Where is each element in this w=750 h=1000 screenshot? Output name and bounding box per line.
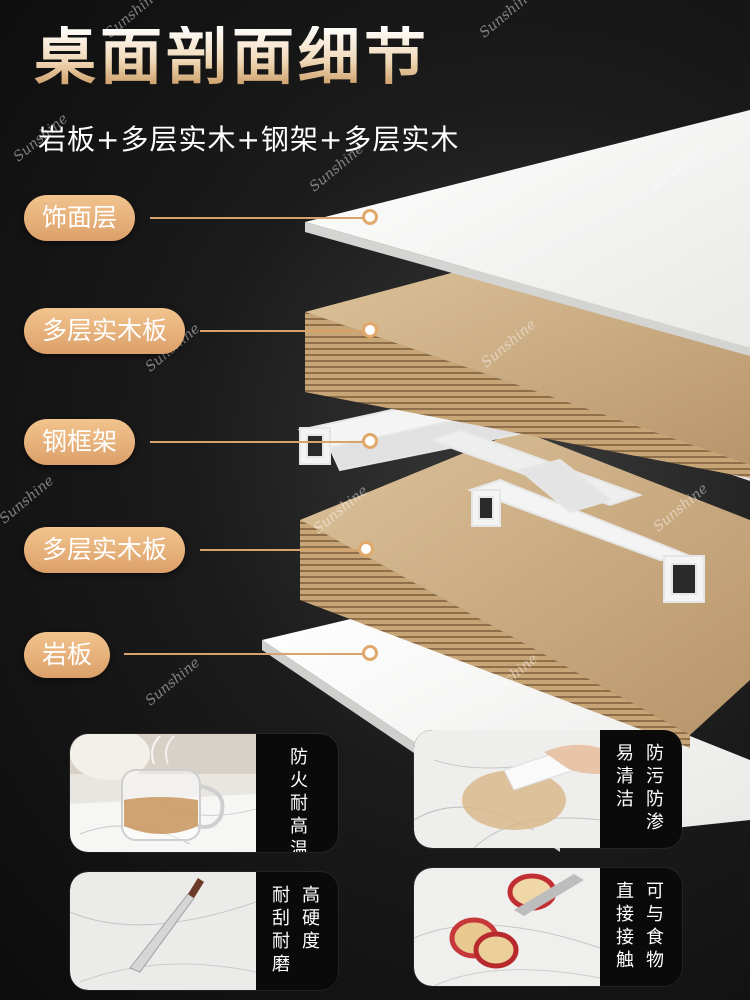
layer-label-plywood-lower: 多层实木板	[24, 527, 186, 573]
layer-label-finish: 饰面层	[24, 195, 136, 241]
feature-text-scratch-resistant: 耐刮耐磨	[272, 885, 290, 975]
connector-line	[124, 653, 364, 655]
page-title: 桌面剖面细节	[34, 20, 431, 93]
knife-on-slab-photo	[70, 872, 256, 990]
layer-label-plywood-upper: 多层实木板	[24, 308, 186, 354]
layer-label-steel-frame: 钢框架	[24, 419, 136, 465]
feature-card-heat-resistant: 防火耐高温	[70, 734, 338, 852]
page-subtitle: 岩板+多层实木+钢架+多层实木	[38, 123, 460, 156]
connector-line	[200, 330, 364, 332]
feature-card-food-safe: 直接接触 可与食物	[414, 868, 682, 986]
layer-label-stone-slab: 岩板	[24, 632, 111, 678]
connector-line	[150, 217, 364, 219]
feature-text-high-hardness: 高硬度	[302, 885, 320, 952]
marker-dot	[358, 541, 374, 557]
marker-dot	[362, 209, 378, 225]
marker-dot	[362, 645, 378, 661]
connector-line	[200, 549, 360, 551]
marker-dot	[362, 322, 378, 338]
feature-text-easy-clean: 易清洁	[616, 743, 634, 810]
feature-card-scratch-resistant: 耐刮耐磨 高硬度	[70, 872, 338, 990]
feature-text-heat-resistant: 防火耐高温	[290, 747, 308, 852]
feature-text-with-food: 可与食物	[646, 881, 664, 971]
glass-mug-photo	[70, 734, 256, 852]
lower-plywood-layer	[300, 430, 750, 748]
top-finish-slab	[305, 110, 750, 356]
feature-text-stain-proof: 防污防渗	[646, 743, 664, 833]
marker-dot	[362, 433, 378, 449]
sliced-apple-photo	[414, 868, 600, 986]
connector-line	[150, 441, 364, 443]
wiping-stain-photo	[414, 730, 600, 848]
feature-text-direct-contact: 直接接触	[616, 881, 634, 971]
feature-card-easy-clean: 易清洁 防污防渗	[414, 730, 682, 848]
